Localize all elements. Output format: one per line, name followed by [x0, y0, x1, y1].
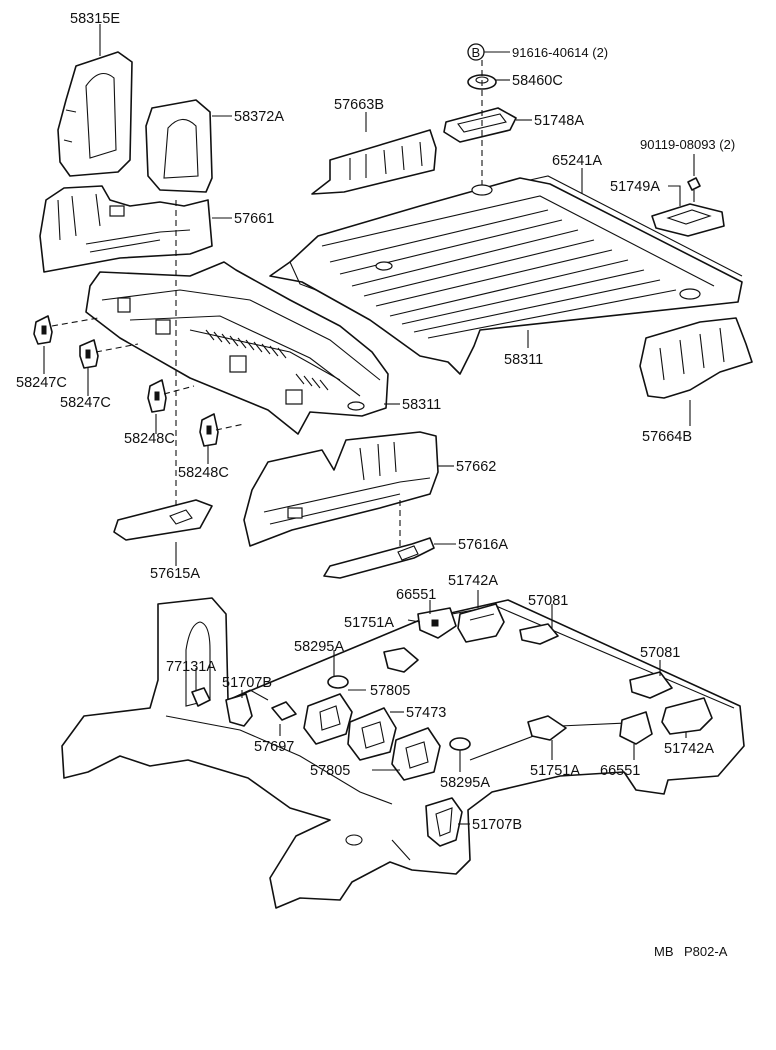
part-58295A-bot-shape: [449, 737, 471, 751]
label-91616-40614: 91616-40614 (2): [512, 45, 608, 60]
label-51742A-top: 51742A: [448, 573, 498, 589]
label-58248C-1: 58248C: [124, 431, 175, 447]
label-57616A: 57616A: [458, 537, 508, 553]
figure-ref-prefix: MB: [654, 944, 674, 959]
bolt-symbol-label: B: [472, 45, 481, 60]
label-77131A: 77131A: [166, 659, 216, 675]
part-51748A-shape: [443, 107, 517, 143]
label-58247C-1: 58247C: [16, 375, 67, 391]
part-77131A-shape: [191, 687, 211, 707]
label-57805-bot: 57805: [310, 763, 350, 779]
part-51751A-top-shape: [383, 647, 419, 673]
label-57664B: 57664B: [642, 429, 692, 445]
label-57473: 57473: [406, 705, 446, 721]
floor-pan-ribs: [329, 209, 677, 339]
bolt-90119-shape: [687, 177, 701, 202]
label-58295A-bot: 58295A: [440, 775, 490, 791]
part-57805-top-shape: [303, 693, 353, 745]
label-51751A-bot: 51751A: [530, 763, 580, 779]
label-57663B: 57663B: [334, 97, 384, 113]
part-51749A-shape: [651, 203, 725, 237]
part-58315E-shape: [57, 51, 133, 177]
clip-58247C-2-shape: [79, 339, 99, 369]
part-58295A-top-shape: [327, 675, 349, 689]
part-57081-1-shape: [519, 623, 559, 645]
label-51707B-bot: 51707B: [472, 817, 522, 833]
leader-lines: [43, 24, 695, 825]
label-57805-top: 57805: [370, 683, 410, 699]
part-57615A-shape: [113, 499, 213, 541]
label-66551-bot: 66551: [600, 763, 640, 779]
label-57662: 57662: [456, 459, 496, 475]
part-66551-top-shape: [417, 607, 457, 639]
label-90119-08093: 90119-08093 (2): [640, 137, 735, 152]
label-58247C-2: 58247C: [60, 395, 111, 411]
part-51751A-bot-shape: [527, 715, 567, 741]
part-58311-front-shape: [85, 261, 389, 435]
part-57661-shape: [39, 185, 213, 273]
label-51707B-top: 51707B: [222, 675, 272, 691]
label-57081-1: 57081: [528, 593, 568, 609]
part-58372A-shape: [145, 99, 213, 193]
part-57697-shape: [271, 701, 297, 721]
part-51707B-bot-shape: [425, 797, 463, 847]
clip-58248C-1-shape: [147, 379, 167, 413]
part-57473-shape: [347, 707, 397, 761]
part-57663B-shape: [311, 129, 437, 195]
label-57615A: 57615A: [150, 566, 200, 582]
label-57081-2: 57081: [640, 645, 680, 661]
part-66551-bot-shape: [619, 711, 653, 745]
part-57805-bot-shape: [391, 727, 441, 781]
label-66551-top: 66551: [396, 587, 436, 603]
part-65241A-floor-pan-shape: [269, 175, 743, 375]
label-51748A: 51748A: [534, 113, 584, 129]
label-58311-front: 58311: [402, 397, 441, 413]
label-51742A-bot: 51742A: [664, 741, 714, 757]
clip-58247C-1-shape: [33, 315, 53, 345]
part-51742A-top-shape: [457, 603, 505, 643]
part-labels: 58315E 58372A 57661 58247C 58247C 58248C…: [16, 11, 735, 833]
bolt-91616-shape: B: [467, 43, 485, 61]
figure-reference: MB P802-A: [654, 944, 728, 959]
label-51751A-top: 51751A: [344, 615, 394, 631]
figure-ref-code: P802-A: [684, 944, 728, 959]
label-57661: 57661: [234, 211, 274, 227]
label-65241A: 65241A: [552, 153, 602, 169]
label-58315E: 58315E: [70, 11, 120, 27]
part-51742A-bot-shape: [661, 697, 713, 735]
label-57697: 57697: [254, 739, 294, 755]
part-57662-shape: [243, 431, 439, 547]
label-58460C: 58460C: [512, 73, 563, 89]
part-57664B-shape: [639, 317, 753, 399]
label-58372A: 58372A: [234, 109, 284, 125]
label-58248C-2: 58248C: [178, 465, 229, 481]
part-57616A-shape: [323, 537, 435, 579]
part-51707B-top-shape: [225, 693, 253, 727]
clip-58248C-2-shape: [199, 413, 219, 447]
front-ribs: [205, 329, 329, 391]
part-57081-2-shape: [629, 671, 673, 699]
label-51749A: 51749A: [610, 179, 660, 195]
label-58311-rear: 58311: [504, 352, 543, 368]
label-58295A-top: 58295A: [294, 639, 344, 655]
